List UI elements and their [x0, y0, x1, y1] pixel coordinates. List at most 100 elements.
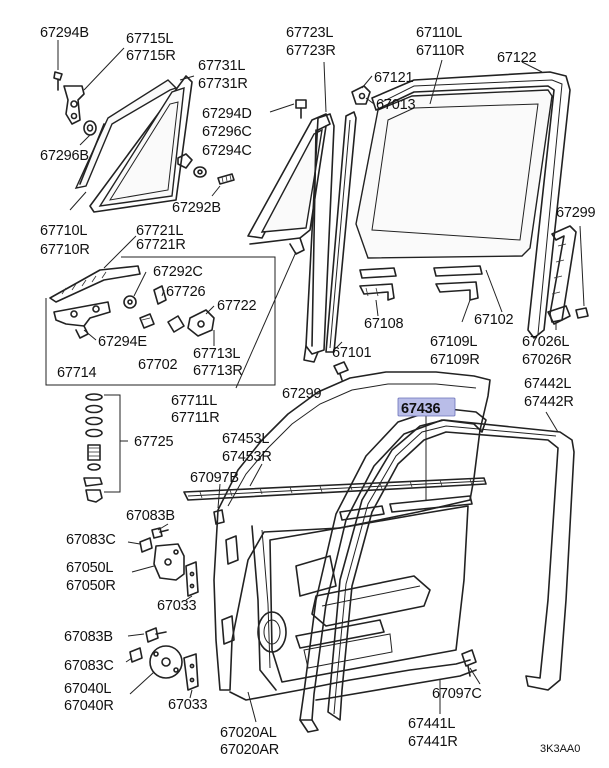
label-67453r: 67453R: [222, 449, 272, 465]
label-67731l: 67731L: [198, 58, 245, 74]
label-67083b-lower: 67083B: [64, 629, 113, 645]
label-67050l: 67050L: [66, 560, 113, 576]
label-67083c-upper: 67083C: [66, 532, 116, 548]
bolt-67083b-lower: [145, 627, 167, 643]
label-67711r: 67711R: [171, 410, 220, 426]
label-67294d: 67294D: [202, 106, 252, 122]
label-67723r: 67723R: [286, 43, 336, 59]
label-67721l: 67721L: [136, 223, 183, 239]
bolt-67294b: [53, 71, 63, 91]
label-67726: 67726: [166, 284, 205, 300]
latch-assembly-67714: [53, 301, 111, 339]
label-67453l: 67453L: [222, 431, 269, 447]
weatherstrip-67442: [327, 419, 575, 721]
label-67292c: 67292C: [153, 264, 203, 280]
label-67299-center: 67299: [282, 386, 321, 402]
bolt-67083c-upper: [139, 537, 153, 553]
label-67097c: 67097C: [432, 686, 482, 702]
latch-cam-67713: [187, 309, 215, 337]
label-67122: 67122: [497, 50, 536, 66]
group-bracket-67714: [45, 256, 276, 386]
bolt-67083b-upper: [151, 527, 169, 539]
label-67713l: 67713L: [193, 346, 240, 362]
rear-channel-67026: [547, 225, 577, 325]
label-67436[interactable]: 67436: [401, 401, 441, 417]
vent-glass-67710: [74, 75, 193, 213]
label-67294e: 67294E: [98, 334, 147, 350]
grommet-67296c: [177, 153, 193, 169]
seal-67721: [49, 265, 141, 303]
glass-channel-67109: [433, 265, 483, 301]
label-67026r: 67026R: [522, 352, 572, 368]
hardware-stack-67725: [83, 393, 103, 503]
spring-67726: [139, 285, 167, 329]
label-67026l: 67026L: [522, 334, 569, 350]
label-67711l: 67711L: [171, 393, 217, 409]
glass-channel-67108: [359, 267, 397, 301]
label-67442l: 67442L: [524, 376, 571, 392]
label-67296c: 67296C: [202, 124, 252, 140]
label-67442r: 67442R: [524, 394, 574, 410]
label-67083b-upper: 67083B: [126, 508, 175, 524]
hinge-67050: [153, 543, 199, 597]
label-67033-lower: 67033: [168, 697, 207, 713]
run-channel-67723: [303, 113, 335, 363]
label-67050r: 67050R: [66, 578, 116, 594]
label-67715l: 67715L: [126, 31, 173, 47]
label-67110r: 67110R: [416, 43, 465, 59]
label-67721r: 67721R: [136, 237, 186, 253]
label-67020al: 67020AL: [220, 725, 277, 741]
label-67013: 67013: [376, 97, 415, 113]
vent-frame-67711: [247, 113, 331, 255]
clip-67097c: [461, 649, 477, 677]
label-67102: 67102: [474, 312, 513, 328]
weatherstrip-67436: [339, 495, 473, 521]
label-67713r: 67713R: [193, 363, 243, 379]
label-67109l: 67109L: [430, 334, 477, 350]
label-67101: 67101: [332, 345, 371, 361]
label-67121: 67121: [374, 70, 413, 86]
label-67723l: 67723L: [286, 25, 333, 41]
glass-guide-67101: [325, 111, 357, 353]
label-67725: 67725: [134, 434, 173, 450]
hinge-67040: [149, 645, 199, 691]
bolt-67299-center: [333, 361, 349, 381]
label-67710r: 67710R: [40, 242, 90, 258]
clip-67097b: [213, 509, 225, 525]
lever-67702: [167, 315, 185, 333]
label-67110l: 67110L: [416, 25, 462, 41]
label-67020ar: 67020AR: [220, 742, 279, 758]
clip-67013: [351, 85, 371, 105]
label-67710l: 67710L: [40, 223, 87, 239]
highlight-67436: [397, 397, 456, 417]
label-67715r: 67715R: [126, 48, 176, 64]
label-67722: 67722: [217, 298, 256, 314]
grommet-67296b: [83, 120, 97, 136]
weatherstrip-67441: [299, 407, 487, 733]
bolt-67299-right: [575, 307, 589, 319]
label-67702: 67702: [138, 357, 177, 373]
label-67109r: 67109R: [430, 352, 480, 368]
door-glass-67110: [355, 89, 553, 259]
label-67097b: 67097B: [190, 470, 239, 486]
diagram-code: 3K3AA0: [540, 743, 580, 755]
belt-moulding-67453: [183, 477, 487, 501]
group-bracket-67725: [104, 394, 128, 493]
nut-67294c: [193, 166, 207, 178]
screw-67294d: [295, 99, 307, 119]
bolt-67083c-lower: [129, 647, 143, 663]
run-channel-67122: [371, 71, 571, 339]
label-67294c: 67294C: [202, 143, 252, 159]
washer-67292c: [123, 295, 137, 309]
label-67731r: 67731R: [198, 76, 248, 92]
screw-67292b: [217, 173, 235, 185]
label-67040l: 67040L: [64, 681, 111, 697]
label-67292b: 67292B: [172, 200, 221, 216]
label-67296b: 67296B: [40, 148, 89, 164]
label-67714: 67714: [57, 365, 96, 381]
label-67083c-lower: 67083C: [64, 658, 114, 674]
label-67441r: 67441R: [408, 734, 458, 750]
label-67033-upper: 67033: [157, 598, 196, 614]
label-67040r: 67040R: [64, 698, 114, 714]
